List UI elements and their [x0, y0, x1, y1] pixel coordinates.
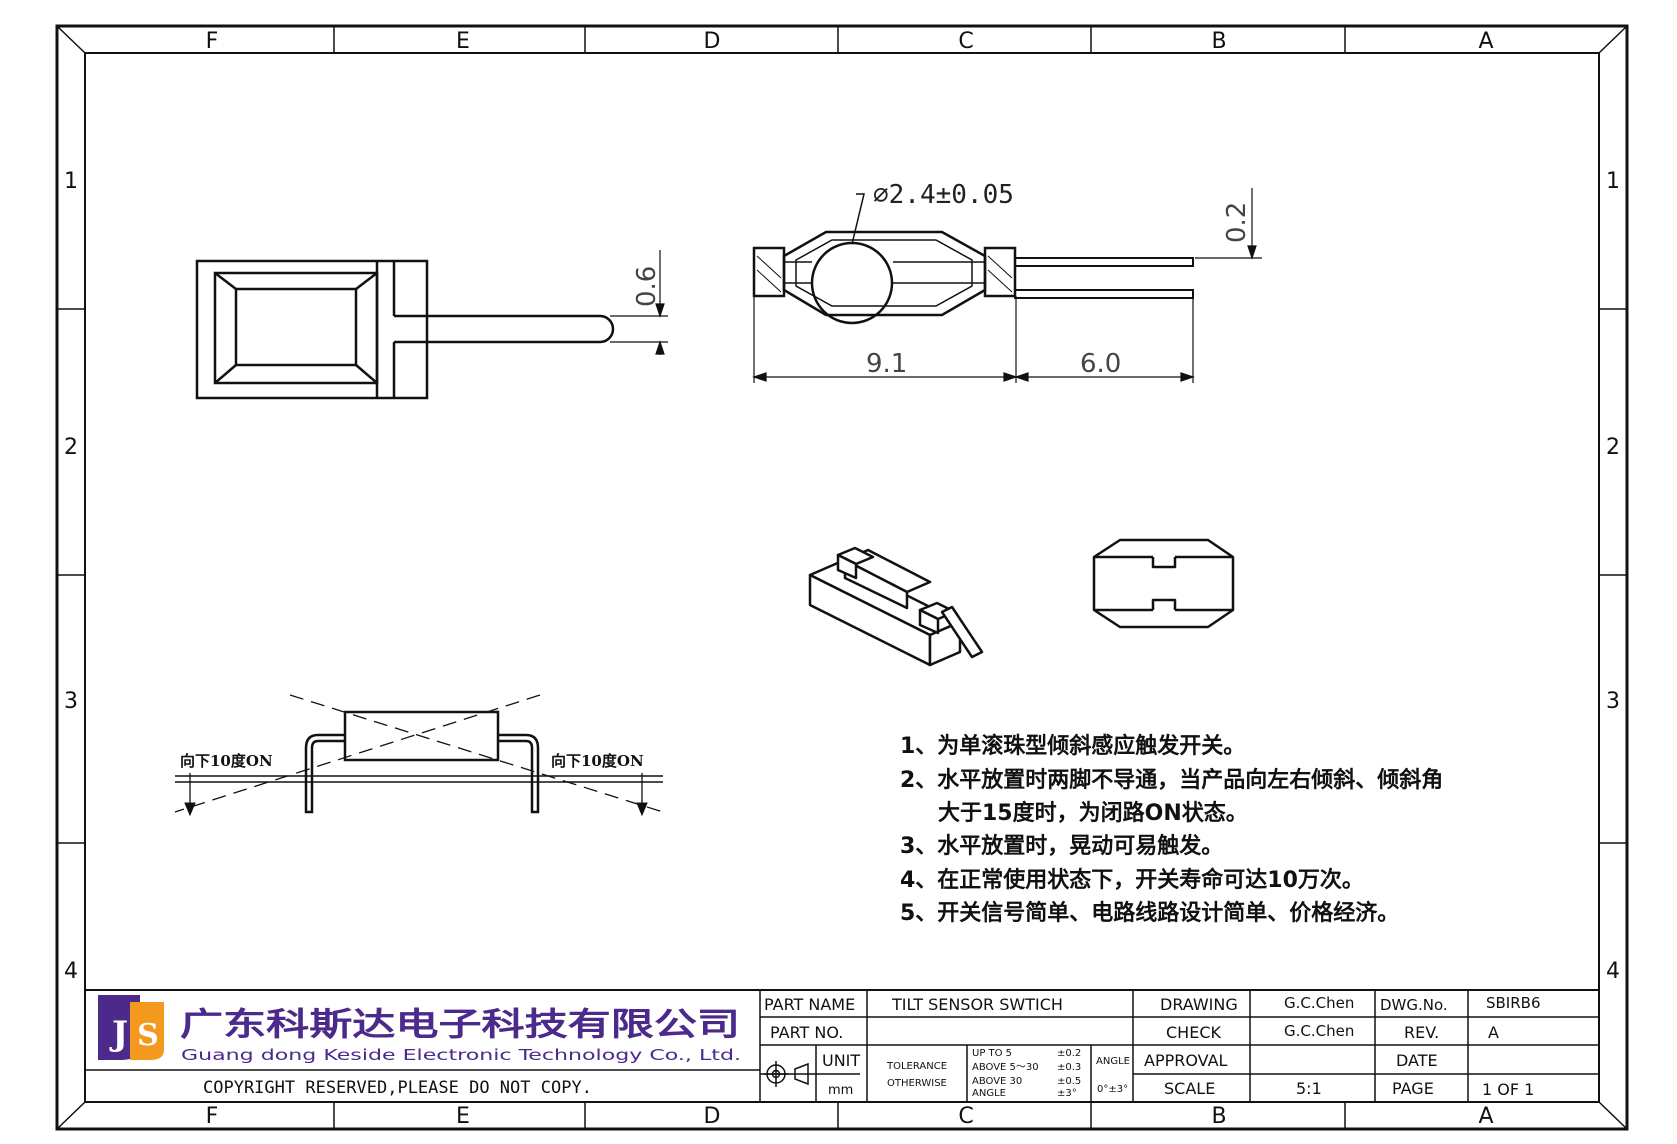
- zone-number-right: 3: [1606, 689, 1620, 714]
- note-line: 大于15度时，为闭路ON状态。: [938, 800, 1248, 826]
- note-line: 5、开关信号简单、电路线路设计简单、价格经济。: [900, 900, 1399, 926]
- dwg-no-value: SBIRB6: [1486, 994, 1541, 1012]
- title-block-grid: [85, 989, 1599, 1102]
- svg-text:S: S: [137, 1018, 159, 1053]
- zone-letter-top: A: [1478, 29, 1493, 54]
- unit-value: mm: [828, 1083, 853, 1098]
- part-name-label: PART NAME: [764, 995, 855, 1014]
- tolerance-row-label: ABOVE 5～30: [972, 1062, 1039, 1073]
- note-line: 1、为单滚珠型倾斜感应触发开关。: [900, 733, 1245, 759]
- angle-label: ANGLE: [1096, 1056, 1130, 1067]
- approval-label: APPROVAL: [1144, 1051, 1228, 1070]
- rev-value: A: [1488, 1023, 1499, 1042]
- tolerance-row-label: UP TO 5: [972, 1048, 1012, 1059]
- zone-number-left: 2: [64, 435, 78, 460]
- part-no-label: PART NO.: [770, 1023, 843, 1042]
- zone-letter-bottom: A: [1478, 1104, 1493, 1129]
- zone-letter-top: D: [704, 29, 721, 54]
- sheet-frame: [55, 24, 1629, 1131]
- zone-letter-bottom: C: [958, 1104, 973, 1129]
- zone-letter-top: B: [1211, 29, 1226, 54]
- top-view-drawing: [195, 250, 668, 400]
- company-name-en: Guang dong Keside Electronic Technology …: [181, 1046, 741, 1064]
- drawing-by: G.C.Chen: [1284, 994, 1354, 1012]
- tilt-label-right: 向下10度ON: [551, 752, 644, 770]
- drawing-label: DRAWING: [1160, 995, 1238, 1014]
- zone-letter-bottom: D: [704, 1104, 721, 1129]
- note-line: 2、水平放置时两脚不导通，当产品向左右倾斜、倾斜角: [900, 767, 1443, 793]
- unit-label: UNIT: [822, 1051, 860, 1070]
- zone-letter-top: E: [456, 29, 470, 54]
- zone-letter-bottom: E: [456, 1104, 470, 1129]
- tolerance-row-value: ±0.5: [1057, 1076, 1081, 1087]
- check-label: CHECK: [1166, 1023, 1221, 1042]
- zone-number-left: 4: [64, 959, 78, 984]
- page-value: 1 OF 1: [1482, 1080, 1534, 1099]
- tolerance-row-value: ±3°: [1057, 1088, 1077, 1099]
- check-by: G.C.Chen: [1284, 1022, 1354, 1040]
- zone-number-right: 4: [1606, 959, 1620, 984]
- note-line: 3、水平放置时，晃动可易触发。: [900, 833, 1223, 859]
- tolerance-row-label: ANGLE: [972, 1088, 1006, 1099]
- dim-ball-diameter: ⌀2.4±0.05: [873, 180, 1014, 210]
- projection-symbol-icon: [763, 1061, 809, 1087]
- zone-number-left: 1: [64, 169, 78, 194]
- zone-letter-top: F: [206, 29, 219, 54]
- dim-body-length: 9.1: [866, 349, 907, 379]
- rev-label: REV.: [1404, 1023, 1439, 1042]
- company-name-cn: 广东科斯达电子科技有限公司: [180, 1005, 740, 1043]
- scale-label: SCALE: [1164, 1079, 1215, 1098]
- tolerance-label: TOLERANCE: [886, 1061, 947, 1072]
- zone-letter-top: C: [958, 29, 973, 54]
- zone-number-left: 3: [64, 689, 78, 714]
- tolerance-row-value: ±0.2: [1057, 1048, 1081, 1059]
- date-label: DATE: [1396, 1051, 1438, 1070]
- dwg-no-label: DWG.No.: [1380, 996, 1448, 1014]
- tolerance-row-label: ABOVE 30: [972, 1076, 1022, 1087]
- company-logo: J S: [98, 995, 164, 1060]
- zone-number-right: 1: [1606, 169, 1620, 194]
- tilt-label-left: 向下10度ON: [180, 752, 273, 770]
- zone-number-right: 2: [1606, 435, 1620, 460]
- dim-pin-gap: 0.2: [1222, 202, 1252, 243]
- tolerance-row-value: ±0.3: [1057, 1062, 1081, 1073]
- zone-letter-bottom: B: [1211, 1104, 1226, 1129]
- note-line: 4、在正常使用状态下，开关寿命可达10万次。: [900, 867, 1364, 893]
- angle-value: 0°±3°: [1097, 1084, 1128, 1095]
- end-view: [1092, 538, 1235, 629]
- isometric-view: [808, 546, 984, 667]
- side-view-drawing: [752, 188, 1262, 383]
- page-label: PAGE: [1392, 1079, 1434, 1098]
- dim-lead-length: 6.0: [1080, 349, 1121, 379]
- scale-value: 5:1: [1296, 1079, 1322, 1098]
- copyright-notice: COPYRIGHT RESERVED,PLEASE DO NOT COPY.: [203, 1078, 592, 1098]
- tilt-diagram: [174, 694, 664, 817]
- zone-letter-bottom: F: [206, 1104, 219, 1129]
- part-name-value: TILT SENSOR SWTICH: [891, 995, 1063, 1014]
- svg-text:J: J: [109, 1014, 128, 1054]
- dim-pin-thickness: 0.6: [632, 266, 662, 307]
- tolerance-label: OTHERWISE: [887, 1078, 947, 1089]
- feature-notes: 1、为单滚珠型倾斜感应触发开关。 2、水平放置时两脚不导通，当产品向左右倾斜、倾…: [900, 733, 1443, 926]
